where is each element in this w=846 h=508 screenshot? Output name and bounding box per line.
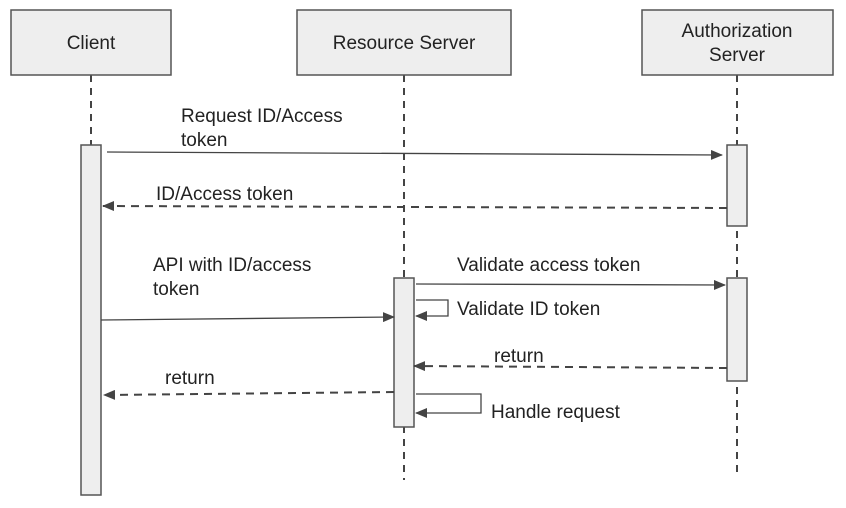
participant-client: Client: [10, 9, 172, 76]
authorization-server-activation-1: [726, 144, 748, 227]
api-call-arrow: [100, 312, 395, 323]
validate-access-arrow: [415, 279, 726, 290]
validate-id-arrow: [415, 299, 449, 321]
participant-client-label: Client: [67, 33, 116, 54]
validate-access-label: Validate access token: [457, 255, 640, 276]
token-response-arrow: [102, 201, 728, 212]
handle-request-arrow: [415, 393, 482, 418]
request-token-arrow: [106, 149, 723, 160]
auth-return-arrow: [413, 361, 728, 372]
participant-resource-server-label: Resource Server: [333, 33, 476, 54]
client-activation: [80, 144, 102, 496]
handle-request-label: Handle request: [491, 402, 621, 423]
validate-id-label: Validate ID token: [457, 299, 600, 320]
participant-authorization-server-label-line2: Server: [709, 45, 766, 66]
participant-authorization-server: Authorization Server: [641, 9, 834, 76]
authorization-server-activation-2: [726, 277, 748, 382]
client-return-arrow: [103, 389, 395, 400]
api-call-label-line1: API with ID/access: [153, 255, 311, 276]
resource-server-activation: [393, 277, 415, 428]
request-token-label-line1: Request ID/Access: [181, 106, 343, 127]
client-return-label: return: [165, 368, 215, 389]
auth-return-label: return: [494, 346, 544, 367]
api-call-label-line2: token: [153, 279, 199, 300]
participant-authorization-server-label-line1: Authorization: [682, 21, 793, 42]
request-token-label-line2: token: [181, 130, 227, 151]
participant-resource-server: Resource Server: [296, 9, 512, 76]
token-response-label: ID/Access token: [156, 184, 293, 205]
